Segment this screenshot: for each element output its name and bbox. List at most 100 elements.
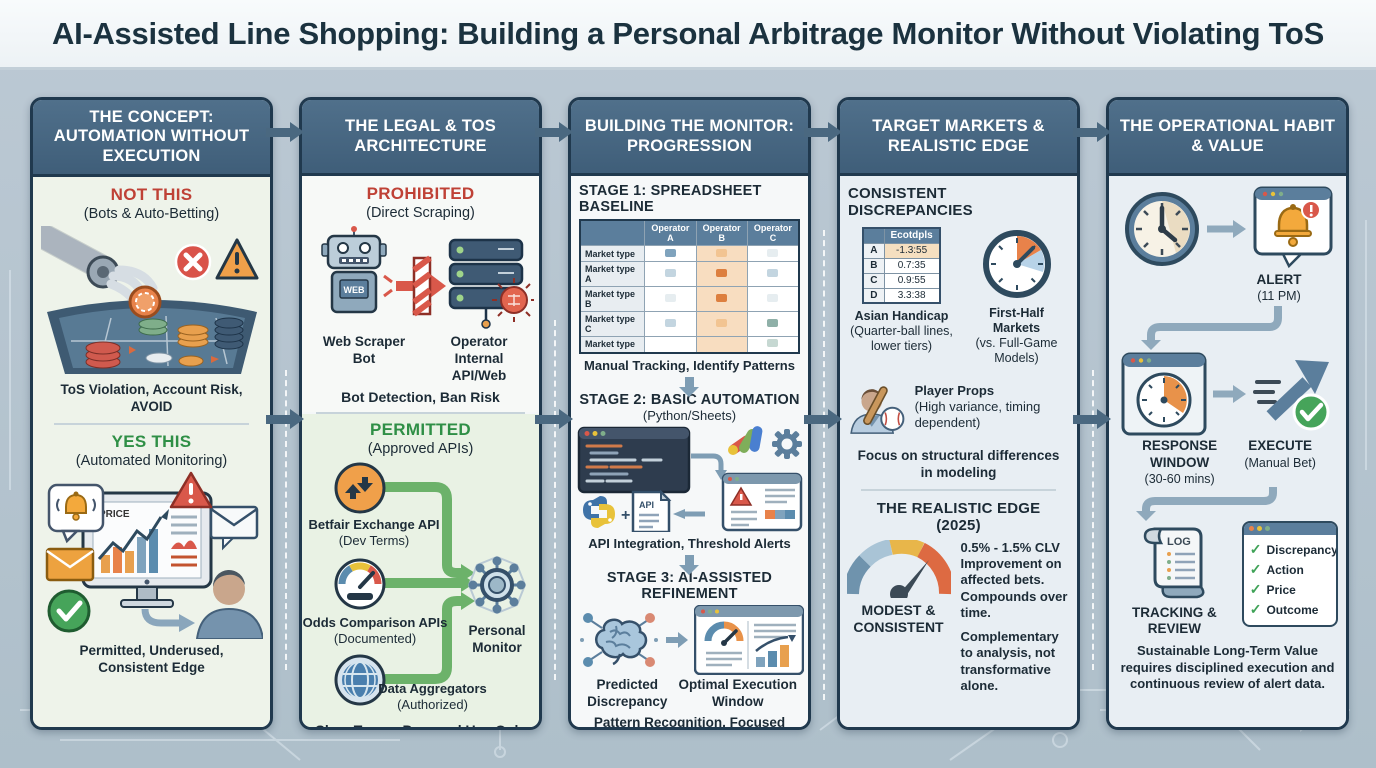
mini-row-key: A	[862, 242, 885, 259]
alert-label: ALERT(11 PM)	[1256, 272, 1302, 304]
title-bar: AI-Assisted Line Shopping: Building a Pe…	[0, 0, 1376, 70]
flow-arrow-icon	[266, 122, 304, 142]
page-title: AI-Assisted Line Shopping: Building a Pe…	[52, 15, 1324, 51]
panel-building: BUILDING THE MONITOR: PROGRESSION STAGE …	[568, 97, 811, 730]
cell-value-dot	[664, 269, 676, 277]
section-divider	[861, 488, 1056, 491]
table-row: Market type B	[579, 286, 800, 312]
sheet-cell	[746, 336, 800, 353]
right-arrow-icon	[1212, 385, 1246, 404]
response-window-label: RESPONSE WINDOW(30-60 mins)	[1142, 438, 1218, 486]
clv-text: 0.5% - 1.5% CLV Improvement on affected …	[960, 539, 1068, 620]
sheet-row-label: Market type C	[579, 311, 646, 337]
scraper-blocked-illustration: WEB	[320, 226, 534, 329]
check-icon: ✓	[1249, 581, 1262, 598]
cell-value-dot	[664, 319, 676, 327]
cell-value-dot	[716, 248, 728, 257]
flow-arrow-icon	[535, 409, 573, 429]
flow-arrow-icon	[804, 122, 842, 142]
dashed-line-decoration	[285, 370, 287, 670]
monitor-icon: PRICE	[81, 491, 212, 609]
sheet-cell	[695, 336, 748, 353]
sheet-cell	[695, 286, 748, 312]
sheet-col-header: Operator A	[644, 219, 697, 246]
sheet-col-header: Operator B	[695, 219, 748, 246]
svg-text:PRICE: PRICE	[99, 509, 130, 520]
stage3-caption: Pattern Recognition, Focused Alerts	[593, 714, 786, 730]
cell-value-dot	[767, 248, 779, 257]
permitted-subheading: (Approved APIs)	[367, 441, 474, 458]
alert-window-icon	[1253, 186, 1332, 269]
source-label: Data Aggregators (Authorized)	[378, 681, 487, 713]
sheet-row-label: Market type	[579, 245, 646, 262]
checklist-item: ✓Discrepancy	[1250, 540, 1336, 560]
check-circle-icon	[47, 589, 90, 633]
checklist-item: ✓Outcome	[1250, 600, 1330, 620]
ai-brain-icon	[579, 613, 658, 667]
sheet-cell	[746, 311, 800, 337]
personal-monitor-hub-icon	[467, 556, 527, 615]
check-icon: ✓	[1249, 561, 1262, 578]
dashed-line-decoration	[1092, 370, 1094, 670]
not-this-heading: NOT THIS	[110, 185, 193, 205]
cell-value-dot	[716, 339, 727, 347]
execute-label: EXECUTE(Manual Bet)	[1244, 438, 1316, 470]
habit-caption: Sustainable Long-Term Value requires dis…	[1120, 643, 1335, 691]
stage2-heading: STAGE 2: BASIC AUTOMATION	[579, 391, 800, 408]
edge-heading: THE REALISTIC EDGE(2025)	[876, 499, 1041, 534]
svg-text:WEB: WEB	[343, 285, 364, 295]
modest-gauge-icon	[846, 539, 951, 598]
code-editor-icon	[577, 426, 690, 493]
review-checklist: ✓Discrepancy✓Action✓Price✓Outcome	[1244, 535, 1336, 625]
player-props-label: Player Props (High variance, timing depe…	[914, 382, 1041, 431]
checklist-item: ✓ Price	[1250, 580, 1330, 600]
response-window-icon	[1121, 352, 1206, 436]
plus-sign: +	[621, 507, 630, 524]
sheet-col-header: Operator C	[746, 219, 800, 246]
table-row: Market type A	[579, 261, 800, 287]
flow-arrow-icon	[266, 409, 304, 429]
checklist-item-label: Price	[1266, 582, 1296, 597]
cell-value-dot	[767, 294, 779, 302]
operator-api-label: Operator Internal API/Web	[450, 334, 508, 383]
complementary-text: Complementary to analysis, not transform…	[960, 629, 1059, 693]
table-row: Market type	[579, 336, 800, 353]
focus-text: Focus on structural differences in model…	[857, 448, 1060, 480]
svg-text:API: API	[639, 500, 654, 510]
green-flow-arrows	[385, 482, 475, 685]
warning-triangle-icon	[215, 238, 258, 280]
section-divider	[316, 412, 525, 415]
table-row: A-1.3:55	[862, 242, 941, 259]
down-arrow-icon	[679, 555, 699, 575]
panel-markets: TARGET MARKETS & REALISTIC EDGE CONSISTE…	[837, 97, 1080, 730]
source-label: Betfair Exchange API (Dev Terms)	[308, 517, 440, 549]
stage2-subheading: (Python/Sheets)	[642, 407, 737, 423]
cell-value-dot	[767, 339, 779, 348]
mini-row-key: B	[862, 257, 885, 274]
cell-value-dot	[664, 294, 676, 302]
robot-arm-icon	[40, 226, 161, 319]
diagram-board: THE CONCEPT: AUTOMATION WITHOUT EXECUTIO…	[0, 70, 1376, 768]
cell-value-dot	[664, 248, 676, 257]
flow-arrow-icon	[535, 122, 573, 142]
cell-value-dot	[665, 339, 676, 347]
modest-consistent-label: MODEST & CONSISTENT	[853, 601, 944, 636]
checklist-item: ✓Action	[1250, 560, 1330, 580]
automation-cluster-illustration: + API	[577, 425, 802, 532]
checklist-item-label: Outcome	[1266, 602, 1319, 617]
table-row: Market type C	[579, 311, 800, 337]
source-label: Odds Comparison APIs (Documented)	[302, 615, 448, 647]
not-this-subheading: (Bots & Auto-Betting)	[83, 206, 220, 223]
right-arrow-icon	[1206, 220, 1246, 238]
barrier-icon	[411, 255, 432, 317]
discrepancies-heading: CONSISTENT DISCREPANCIES	[848, 185, 973, 219]
monitoring-illustration: PRICE	[45, 471, 263, 640]
api-document-icon: API	[631, 489, 671, 532]
error-x-icon	[174, 244, 211, 281]
panel-building-title: BUILDING THE MONITOR: PROGRESSION	[571, 100, 808, 176]
permitted-caption: Clear Terms, Personal Use Only	[314, 721, 527, 730]
sheet-cell	[746, 245, 800, 262]
